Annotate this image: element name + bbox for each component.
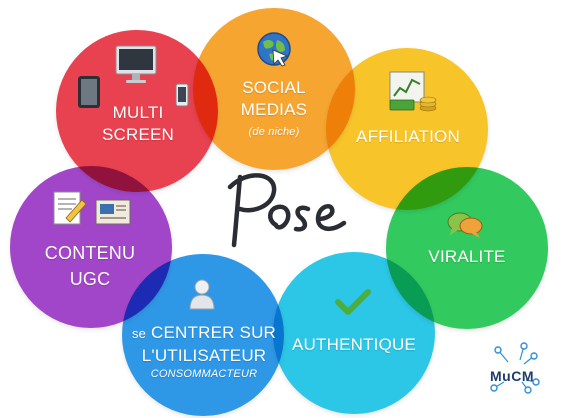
label-prefix: se — [131, 326, 147, 341]
label-line: MEDIAS — [240, 100, 308, 119]
label-line: AUTHENTIQUE — [292, 335, 417, 354]
mucm-wordmark: MuCM — [490, 368, 534, 384]
chat-bubbles-icon — [447, 212, 483, 238]
checkmark-icon — [335, 289, 371, 315]
bubble-authentique — [273, 252, 435, 414]
devices-icon — [78, 45, 189, 108]
label-text: CENTRER SUR — [151, 323, 277, 342]
chart-money-icon — [389, 71, 437, 112]
documents-icon — [53, 191, 131, 225]
label-line: L'UTILISATEUR — [141, 346, 267, 365]
user-icon — [189, 279, 215, 310]
label-social-medias: SOCIAL MEDIAS (de niche) — [228, 77, 320, 143]
label-sub: CONSOMMACTEUR — [150, 368, 258, 380]
label-authentique: AUTHENTIQUE — [292, 334, 416, 356]
label-line: MULTI — [112, 103, 164, 122]
label-affiliation: AFFILIATION — [352, 126, 464, 148]
label-contenu: CONTENU UGC — [40, 240, 140, 292]
label-sub: (de niche) — [248, 126, 300, 138]
globe-icon — [257, 32, 291, 67]
label-line: UGC — [69, 269, 111, 289]
label-line: SCREEN — [101, 125, 175, 144]
bubble-contenu — [10, 166, 172, 328]
mucm-network-icon — [490, 342, 540, 394]
label-line: VIRALITE — [428, 247, 506, 266]
label-multi-screen: MULTI SCREEN — [92, 102, 184, 146]
label-line: se CENTRER SUR — [126, 322, 282, 345]
label-viralite: VIRALITE — [420, 246, 514, 268]
pose-logo — [227, 173, 347, 248]
label-centrer: se CENTRER SUR L'UTILISATEUR CONSOMMACTE… — [126, 322, 282, 381]
label-line: SOCIAL — [242, 78, 306, 97]
label-line: AFFILIATION — [356, 127, 460, 146]
label-line: CONTENU — [44, 243, 136, 263]
